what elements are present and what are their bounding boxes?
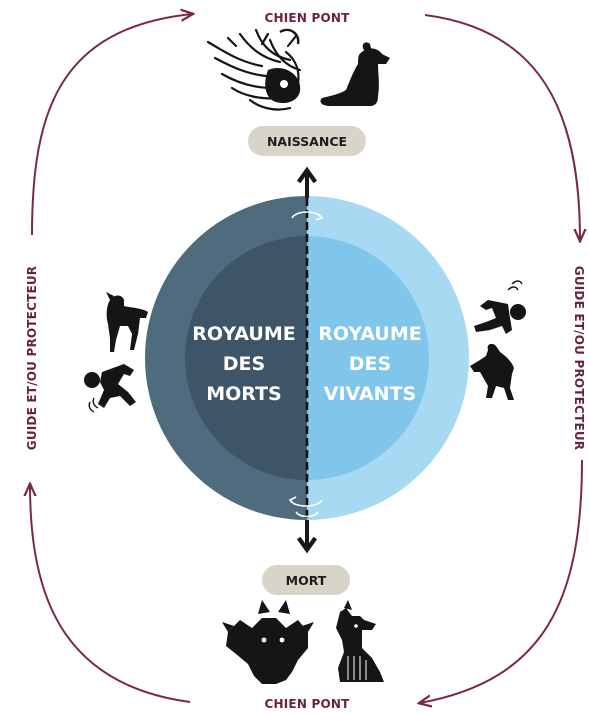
living-realm-line-2: DES — [349, 353, 391, 375]
walking-dog-left-icon — [106, 292, 148, 352]
dead-realm-inner — [185, 236, 307, 480]
dead-realm-line-2: DES — [223, 353, 265, 375]
sitting-dog-icon — [320, 42, 390, 106]
living-realm-label: ROYAUME DES VIVANTS — [318, 323, 421, 405]
falling-person-right-icon — [474, 280, 526, 334]
realm-circle: ROYAUME DES MORTS ROYAUME DES VIVANTS — [145, 196, 469, 520]
birth-pill: NAISSANCE — [248, 126, 366, 156]
dead-realm-label: ROYAUME DES MORTS — [192, 323, 295, 405]
swirl-bottom-icon — [288, 496, 323, 518]
cycle-arrow-bottom-left — [30, 485, 191, 703]
dead-realm-line-1: ROYAUME — [192, 323, 295, 345]
feathered-serpent-icon — [206, 28, 302, 111]
birth-pill-label: NAISSANCE — [267, 134, 347, 149]
death-pill: MORT — [262, 565, 350, 595]
living-realm-line-3: VIVANTS — [324, 383, 416, 405]
cycle-arrows — [30, 14, 582, 703]
living-realm-inner — [307, 236, 429, 480]
falling-person-left-icon — [84, 364, 136, 413]
anubis-icon — [336, 600, 384, 682]
cycle-arrow-bottom-right — [420, 459, 583, 703]
cerberus-icon — [222, 600, 314, 684]
dead-realm-line-3: MORTS — [206, 383, 281, 405]
death-pill-label: MORT — [286, 573, 327, 588]
cycle-arrow-top-left — [31, 14, 192, 236]
standing-dog-right-icon — [470, 343, 514, 400]
top-label: CHIEN PONT — [265, 11, 351, 25]
bottom-label: CHIEN PONT — [265, 697, 351, 711]
left-label: GUIDE ET/OU PROTECTEUR — [25, 266, 39, 450]
living-realm-line-1: ROYAUME — [318, 323, 421, 345]
cycle-arrow-top-right — [424, 14, 580, 240]
swirl-top-icon — [291, 211, 324, 221]
right-label: GUIDE ET/OU PROTECTEUR — [572, 266, 586, 450]
